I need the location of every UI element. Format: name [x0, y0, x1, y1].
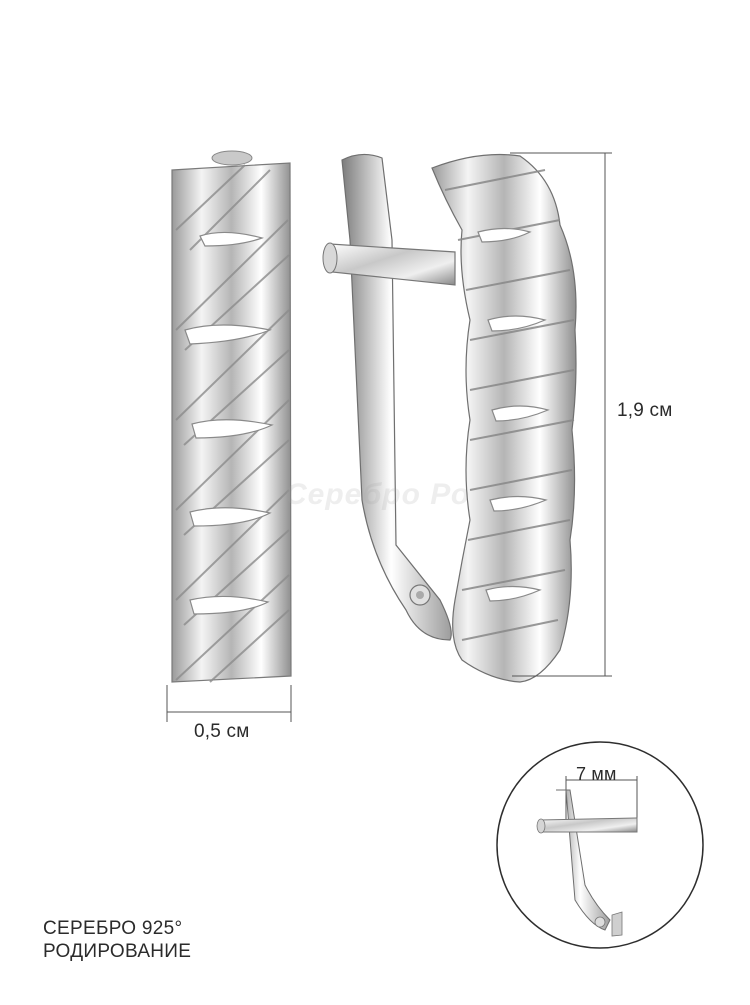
left-earring — [171, 150, 292, 683]
height-label: 1,9 см — [617, 400, 673, 421]
height-dimension-lines — [510, 152, 612, 677]
material-info: СЕРЕБРО 925° РОДИРОВАНИЕ — [43, 917, 191, 963]
right-earring — [322, 153, 577, 683]
clasp-width-label: 7 мм — [576, 764, 617, 784]
material-line-coating: РОДИРОВАНИЕ — [43, 941, 192, 962]
width-label: 0,5 см — [194, 721, 250, 742]
clasp-detail-inset — [496, 741, 704, 949]
width-dimension-lines — [166, 685, 292, 722]
material-line-metal: СЕРЕБРО 925° — [43, 918, 183, 939]
